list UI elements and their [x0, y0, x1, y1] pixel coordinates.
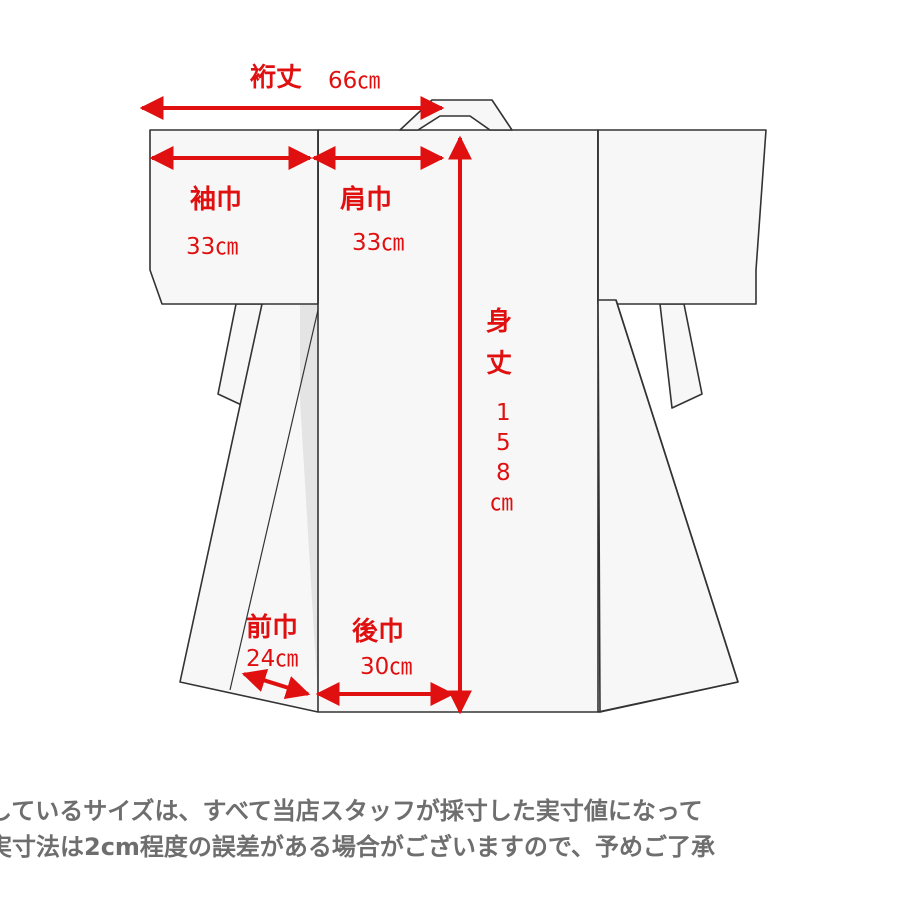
collar: [399, 99, 513, 131]
mae-arrow: [241, 668, 311, 700]
mitake-digit-3: 8: [496, 460, 511, 486]
ushiro-value: 30㎝: [360, 654, 412, 680]
measurement-arrows: [139, 96, 472, 715]
kata-label: 肩巾: [340, 184, 392, 215]
right-inner-sleeve: [659, 303, 703, 409]
mae-value: 24㎝: [246, 646, 298, 672]
kata-value: 33㎝: [352, 230, 404, 256]
mitake-unit: ㎝: [490, 490, 513, 516]
yuki-value: 66㎝: [328, 68, 380, 94]
mae-label: 前巾: [246, 612, 298, 643]
kimono-size-diagram: 裄丈 66㎝ 袖巾 33㎝ 肩巾 33㎝ 身 丈 1 5 8 ㎝ 前巾 24㎝ …: [139, 63, 767, 715]
size-note-line-2: 実寸法は2cm程度の誤差がある場合がございますので、予めご了承: [0, 833, 715, 861]
kimono-outline: [149, 99, 767, 713]
left-sleeve: [149, 129, 319, 305]
mitake-digit-1: 1: [496, 400, 511, 426]
ushiro-label: 後巾: [352, 616, 404, 647]
right-sleeve: [597, 129, 767, 305]
sode-label: 袖巾: [190, 184, 242, 215]
yuki-label: 裄丈: [249, 63, 302, 93]
mitake-label-2: 丈: [486, 349, 512, 379]
mitake-label-1: 身: [486, 306, 512, 337]
mitake-digit-2: 5: [496, 430, 511, 456]
size-note-line-1: しているサイズは、すべて当店スタッフが採寸した実寸値になって: [0, 797, 703, 825]
sode-value: 33㎝: [186, 234, 238, 260]
